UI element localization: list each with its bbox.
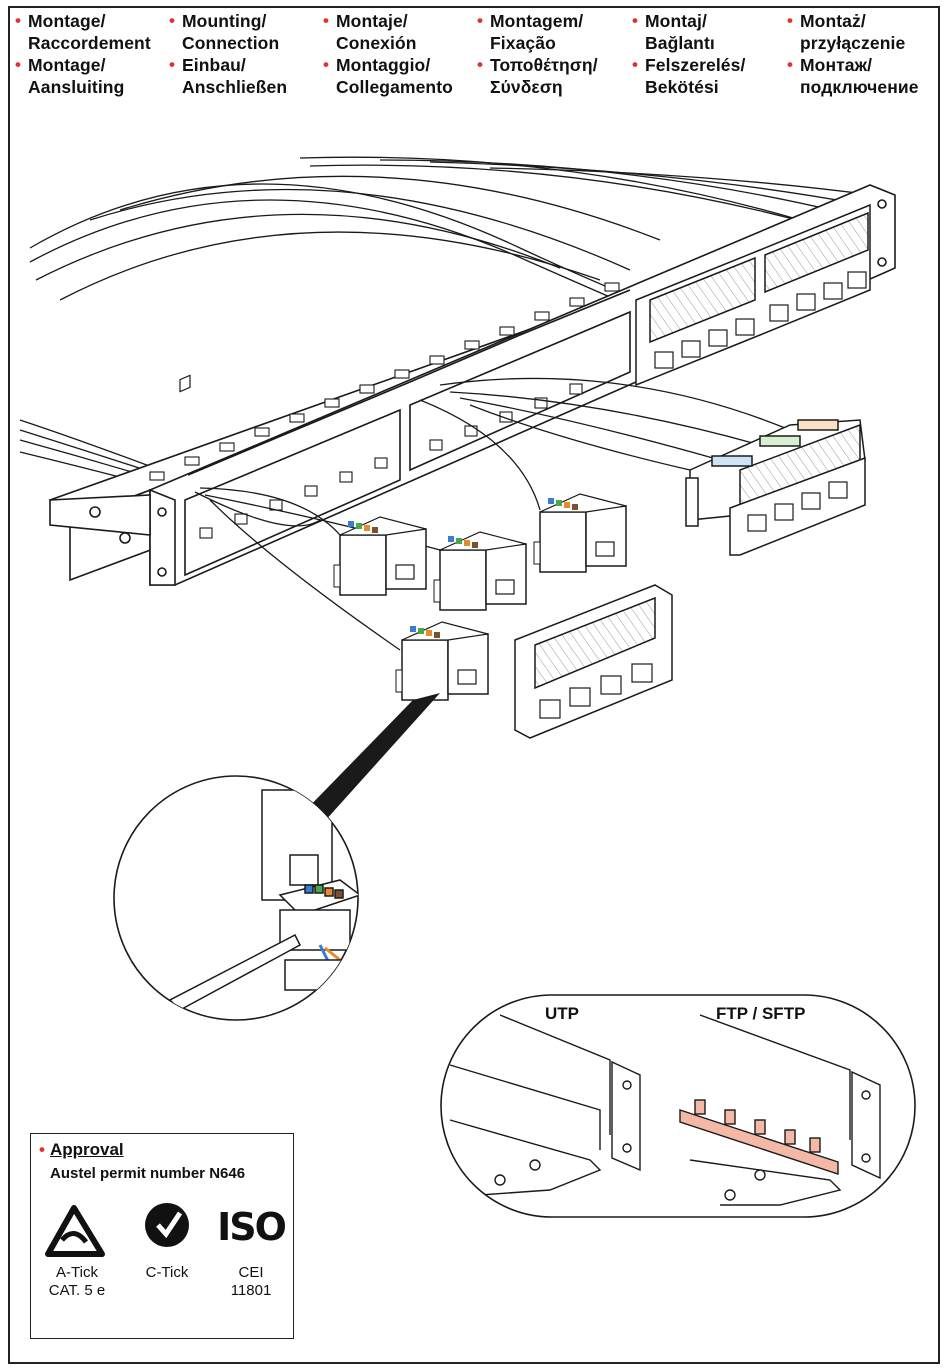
bullet-icon: •: [323, 55, 330, 74]
page-frame: [8, 6, 940, 1364]
ftp-bracket: [679, 1014, 881, 1206]
legend-entry-it: • Montaggio/ Collegamento: [323, 55, 453, 97]
keystone-jack: [333, 516, 427, 596]
empty-module-cover: [514, 584, 673, 739]
legend-entry-el: • Τοποθέτηση/ Σύνδεση: [477, 55, 598, 97]
patch-cables: [194, 377, 791, 651]
legend-column-tr-hu: • Montaj/ Bağlantı • Felszerelés/ Beköté…: [631, 10, 745, 98]
utp-label: UTP: [545, 1004, 579, 1023]
keystone-jack: [433, 531, 527, 611]
legend-entry-en: • Mounting/ Connection: [169, 11, 280, 53]
iso-mark: ISO CEI 11801: [211, 1204, 291, 1300]
bullet-icon: •: [15, 11, 22, 30]
bullet-icon: •: [169, 55, 176, 74]
shielding-comparison: [440, 994, 916, 1218]
legend-entry-de: • Einbau/ Anschließen: [169, 55, 288, 97]
a-tick-icon: [45, 1205, 105, 1257]
ftp-sftp-label: FTP / SFTP: [716, 1004, 806, 1023]
legend-column-pl-ru: • Montaż/ przyłączenie • Монтаж/ подключ…: [786, 10, 919, 98]
bullet-icon: •: [39, 1140, 45, 1159]
iso-logo: ISO: [217, 1205, 287, 1249]
legend-entry-nl: • Montage/ Aansluiting: [15, 55, 125, 97]
legend-column-es-it: • Montaje/ Conexión • Montaggio/ Collega…: [322, 10, 453, 98]
legend-entry-hu: • Felszerelés/ Bekötési: [632, 55, 746, 97]
bullet-icon: •: [632, 55, 639, 74]
bullet-icon: •: [632, 11, 639, 30]
permit-number: Austel permit number N646: [50, 1165, 246, 1182]
legend-entry-ru: • Монтаж/ подключение: [787, 55, 919, 97]
installed-module-block: [635, 203, 871, 387]
language-legend: • Montage/ Raccordement • Montage/ Aansl…: [14, 10, 939, 102]
module-assembly-right: [685, 419, 866, 556]
bullet-icon: •: [787, 55, 794, 74]
legend-entry-tr: • Montaj/ Bağlantı: [632, 11, 715, 53]
zoom-detail: [113, 775, 359, 1021]
legend-entry-pt: • Montagem/ Fixação: [477, 11, 584, 53]
approval-box: •Approval Austel permit number N646 A-Ti…: [30, 1133, 294, 1339]
cable-comb: [149, 282, 620, 539]
bullet-icon: •: [477, 55, 484, 74]
utp-bracket: [449, 1014, 641, 1196]
bullet-icon: •: [323, 11, 330, 30]
bullet-icon: •: [169, 11, 176, 30]
keystone-jack: [395, 621, 489, 701]
legend-column-fr-nl: • Montage/ Raccordement • Montage/ Aansl…: [14, 10, 151, 98]
approval-heading: •Approval: [39, 1140, 124, 1159]
keystone-jack: [533, 493, 627, 573]
legend-entry-es: • Montaje/ Conexión: [323, 11, 417, 53]
zoom-cone: [300, 693, 440, 822]
legend-entry-pl: • Montaż/ przyłączenie: [787, 11, 906, 53]
legend-column-en-de: • Mounting/ Connection • Einbau/ Anschli…: [168, 10, 287, 98]
c-tick-mark: C-Tick: [145, 1264, 189, 1281]
legend-entry-fr: • Montage/ Raccordement: [15, 11, 151, 53]
bullet-icon: •: [477, 11, 484, 30]
legend-column-pt-el: • Montagem/ Fixação • Τοποθέτηση/ Σύνδεσ…: [476, 10, 598, 98]
bullet-icon: •: [787, 11, 794, 30]
bullet-icon: •: [15, 55, 22, 74]
a-tick-mark: A-Tick CAT. 5 e: [48, 1264, 106, 1299]
c-tick-icon: [145, 1203, 189, 1247]
